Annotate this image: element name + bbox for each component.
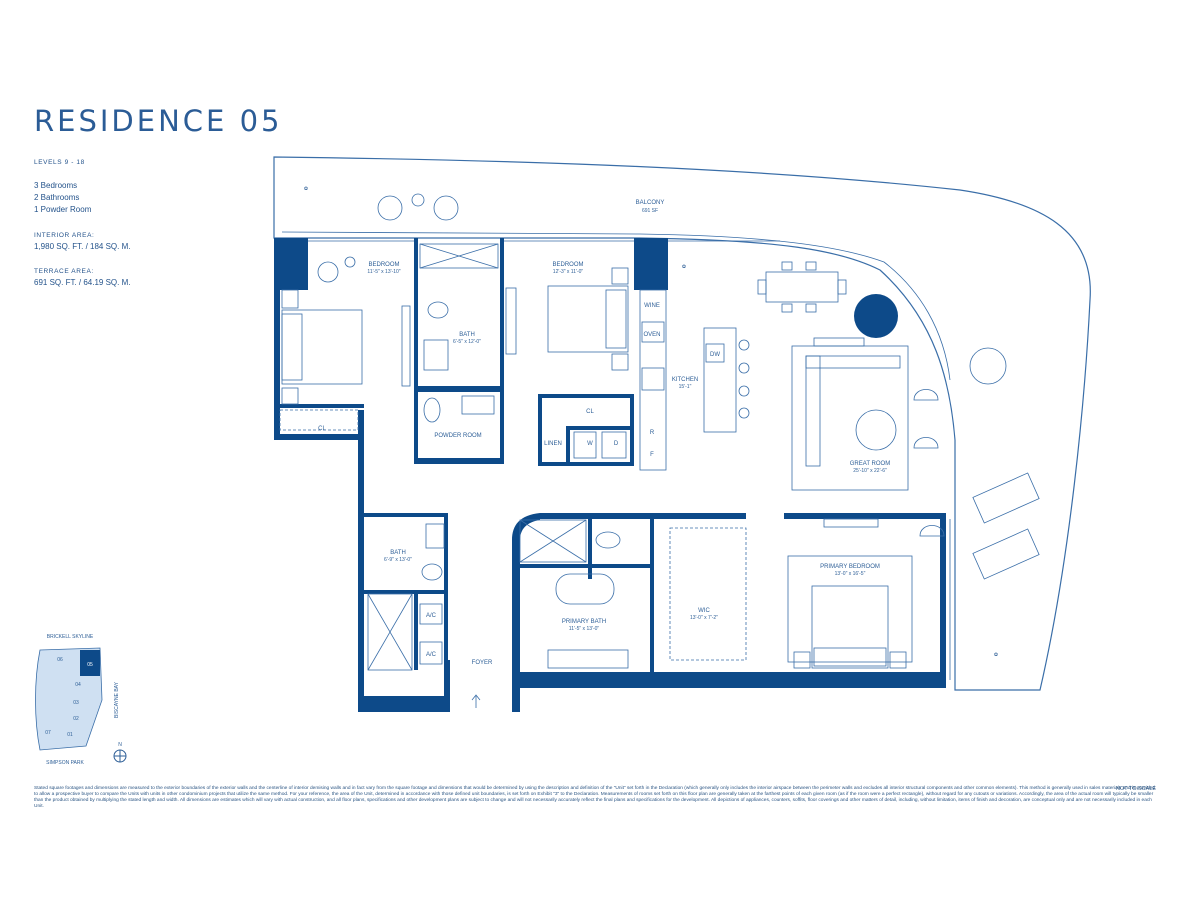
disclaimer-text: Stated square footages and dimensions ar… [34, 786, 1156, 809]
powder-room-text: POWDER ROOM [434, 433, 481, 439]
dining-table [765, 271, 839, 303]
dim-bath1: 6'-5" x 12'-0" [453, 339, 481, 345]
dim-primary-bedroom: 13'-0" x 16'-5" [835, 571, 866, 577]
keyplan-unit-02: 02 [73, 716, 79, 722]
column-center [634, 238, 668, 290]
dim-bedroom1: 11'-5" x 13'-10" [367, 269, 400, 275]
svg-text:✿: ✿ [994, 652, 998, 658]
page-title: RESIDENCE 05 [34, 104, 283, 138]
label-oven: OVEN [643, 332, 660, 338]
label-dryer: D [614, 441, 619, 447]
dim-primary-bath: 11'-5" x 13'-0" [569, 626, 600, 632]
dim-great-room: 25'-10" x 22'-6" [853, 468, 887, 474]
label-freezer: F [650, 452, 654, 458]
dim-wic: 13'-0" x 7'-2" [690, 615, 718, 621]
powder-room-count: 1 Powder Room [34, 205, 92, 214]
svg-text:✿: ✿ [304, 186, 308, 192]
label-foyer: FOYER [472, 660, 493, 666]
terrace-area-value: 691 SQ. FT. / 64.19 SQ. M. [34, 278, 131, 287]
label-ac1: A/C [426, 613, 437, 619]
dim-bedroom2: 12'-3" x 11'-0" [553, 269, 584, 275]
label-wic: WIC [698, 608, 710, 614]
label-wine: WINE [644, 303, 660, 309]
label-bedroom2: BEDROOM [552, 262, 583, 268]
bed-bedroom2 [547, 285, 629, 353]
keyplan-unit-03: 03 [73, 700, 79, 706]
label-linen: LINEN [544, 441, 562, 447]
kitchen-island [703, 327, 737, 433]
label-balcony: BALCONY [636, 200, 665, 206]
key-plan: BRICKELL SKYLINE SIMPSON PARK BISCAYNE B… [35, 634, 127, 766]
bed-primary [811, 585, 889, 669]
keyplan-side-label: BISCAYNE BAY [114, 681, 120, 718]
bedrooms-count: 3 Bedrooms [34, 181, 78, 190]
levels-label: LEVELS 9 - 18 [34, 159, 85, 166]
label-cl-hall: CL [586, 409, 594, 415]
label-kitchen: KITCHEN [672, 377, 698, 383]
not-to-scale-label: NOT TO SCALE [1116, 786, 1157, 792]
keyplan-unit-04: 04 [75, 682, 81, 688]
label-fridge: R [650, 430, 655, 436]
label-great-room: GREAT ROOM [850, 461, 890, 467]
label-bath1: BATH [459, 332, 475, 338]
label-cl-bedroom1: CL [318, 426, 326, 432]
label-bedroom1: BEDROOM [368, 262, 399, 268]
label-dw: DW [710, 352, 720, 358]
rooms-summary: 3 Bedrooms 2 Bathrooms 1 Powder Room [34, 180, 91, 216]
dim-kitchen: 15'-1" [679, 384, 692, 390]
interior-area-value: 1,980 SQ. FT. / 184 SQ. M. [34, 242, 131, 251]
keyplan-unit-01: 01 [67, 732, 73, 738]
label-washer: W [587, 441, 593, 447]
label-primary-bedroom: PRIMARY BEDROOM [820, 564, 880, 570]
label-bath2: BATH [390, 550, 406, 556]
north-label: N [118, 742, 122, 748]
balcony-outline [273, 156, 1091, 691]
label-ac2: A/C [426, 652, 437, 658]
keyplan-top-label: BRICKELL SKYLINE [47, 634, 94, 640]
dim-balcony: 691 SF [642, 208, 658, 214]
bed-bedroom1 [281, 309, 363, 385]
bathtub [555, 573, 615, 605]
interior-area-label: INTERIOR AREA: [34, 232, 95, 239]
terrace-area-label: TERRACE AREA: [34, 268, 94, 275]
keyplan-unit-05: 05 [87, 662, 93, 668]
label-powder-room: POWDER ROOM [434, 433, 481, 439]
keyplan-unit-06: 06 [57, 657, 63, 663]
bathrooms-count: 2 Bathrooms [34, 193, 80, 202]
dim-bath2: 6'-9" x 13'-0" [384, 557, 412, 563]
keyplan-unit-highlight [80, 650, 100, 676]
keyplan-bottom-label: SIMPSON PARK [46, 760, 84, 766]
label-primary-bath: PRIMARY BATH [562, 619, 606, 625]
column-round [854, 294, 898, 338]
keyplan-unit-07: 07 [45, 730, 51, 736]
svg-text:✿: ✿ [682, 264, 686, 270]
column-left [274, 238, 308, 290]
